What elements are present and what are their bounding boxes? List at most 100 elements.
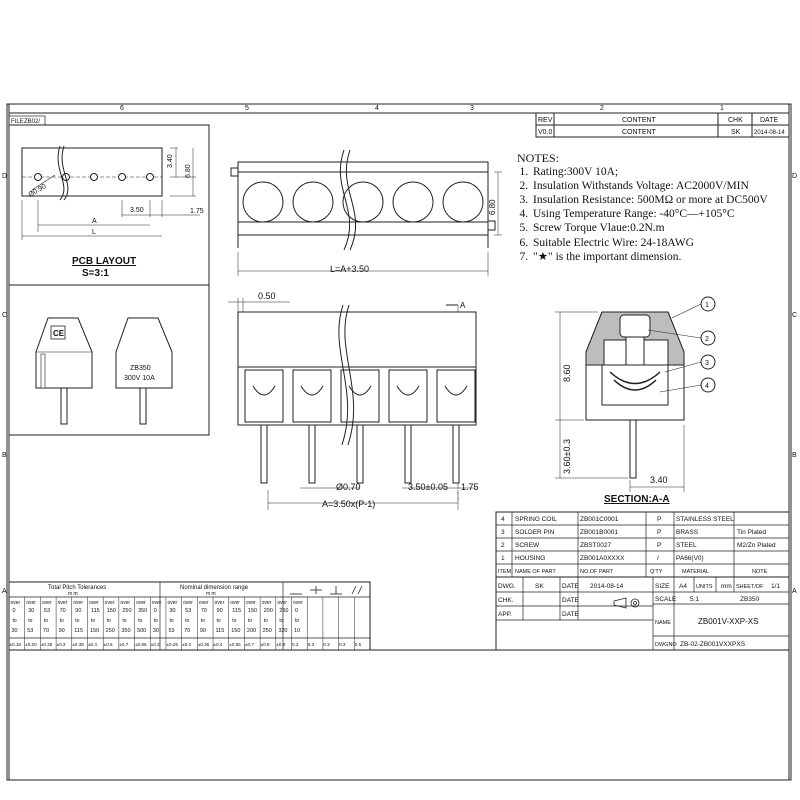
outer-frame xyxy=(6,103,792,781)
tol-to-word: to xyxy=(138,618,142,624)
clamp-spring xyxy=(252,385,276,396)
svg-text:2: 2 xyxy=(501,542,505,549)
tol-to-word: to xyxy=(154,618,158,624)
svg-text:SK: SK xyxy=(731,129,741,136)
pcb-layout-title: PCB LAYOUT xyxy=(72,256,136,267)
svg-text:Nominal dimension range: Nominal dimension range xyxy=(180,585,249,591)
svg-text:A4: A4 xyxy=(679,583,687,590)
svg-text:6: 6 xyxy=(120,105,124,112)
tol-value: ±0.3 xyxy=(182,642,191,647)
span-dim: A=3.50x(P-1) xyxy=(322,499,375,509)
tol-value: 0.3 xyxy=(308,642,315,647)
svg-text:NO.OF PART: NO.OF PART xyxy=(580,569,614,575)
svg-text:CHK.: CHK. xyxy=(498,597,514,604)
svg-text:3.50±0.05: 3.50±0.05 xyxy=(408,482,448,492)
svg-text:DWG.: DWG. xyxy=(498,583,516,590)
svg-text:0.50: 0.50 xyxy=(258,291,276,301)
terminal-slot xyxy=(292,369,332,423)
svg-text:3: 3 xyxy=(705,360,709,367)
svg-text:L: L xyxy=(92,229,96,236)
svg-text:3: 3 xyxy=(501,529,505,536)
svg-text:P: P xyxy=(657,529,661,536)
tol-value: ±0.25 xyxy=(41,642,53,647)
svg-text:ITEM: ITEM xyxy=(498,569,512,575)
svg-text:A: A xyxy=(92,218,97,225)
note-item: Suitable Electric Wire: 24-18AWG xyxy=(531,236,787,250)
svg-text:SIZE: SIZE xyxy=(655,583,670,590)
tol-to: 150 xyxy=(231,628,240,634)
tol-from: 0 xyxy=(295,608,298,614)
svg-text:1.75: 1.75 xyxy=(461,482,479,492)
tol-over: over xyxy=(120,600,130,606)
tol-value: ±0.85 xyxy=(135,642,147,647)
svg-text:PA66(V0): PA66(V0) xyxy=(676,555,704,562)
svg-text:DATE: DATE xyxy=(562,597,580,604)
svg-text:CONTENT: CONTENT xyxy=(622,117,657,124)
svg-text:Total Pitch Tolerances: Total Pitch Tolerances xyxy=(48,585,106,591)
svg-text:P: P xyxy=(657,516,661,523)
tol-value: ±0.3 xyxy=(57,642,66,647)
tol-value: 0.2 xyxy=(323,642,330,647)
tol-value: ±0.6 xyxy=(104,642,113,647)
model-label: ZB350 xyxy=(130,365,151,372)
note-item: Using Temperature Range: -40°C—+105°C xyxy=(531,207,787,221)
tol-to: 500 xyxy=(137,628,146,634)
tol-over: over xyxy=(58,600,68,606)
tol-from: 30 xyxy=(169,608,175,614)
tol-over: over xyxy=(89,600,99,606)
tol-to-word: to xyxy=(122,618,126,624)
svg-text:m m: m m xyxy=(68,591,78,597)
solder-pin xyxy=(452,424,460,484)
svg-text:V0.0: V0.0 xyxy=(538,129,553,136)
tol-from: 53 xyxy=(185,608,191,614)
revision-table: REV CONTENT CHK DATE V0.0 CONTENT SK 201… xyxy=(535,112,790,138)
svg-text:mm: mm xyxy=(721,583,732,590)
tol-value: ±0.35 xyxy=(198,642,210,647)
svg-text:1: 1 xyxy=(705,302,709,309)
svg-text:SCREW: SCREW xyxy=(515,542,540,549)
tol-from: 115 xyxy=(232,608,241,614)
tol-over: over xyxy=(246,600,256,606)
tol-to-word: to xyxy=(107,618,111,624)
tol-to: 10 xyxy=(294,628,300,634)
tol-to-word: to xyxy=(91,618,95,624)
tol-over: over xyxy=(277,600,287,606)
file-tag: FILE xyxy=(11,119,24,125)
svg-text:B: B xyxy=(792,452,797,459)
tol-to-word: to xyxy=(279,618,283,624)
svg-text:A: A xyxy=(2,588,7,595)
svg-text:DATE: DATE xyxy=(562,611,580,618)
svg-text:APP.: APP. xyxy=(498,611,512,618)
note-item: Rating:300V 10A; xyxy=(531,165,787,179)
tol-to-word: to xyxy=(295,618,299,624)
svg-text:NAME OF PART: NAME OF PART xyxy=(515,569,556,575)
terminal-slot xyxy=(388,369,428,423)
tol-to-word: to xyxy=(264,618,268,624)
ce-mark: CE xyxy=(53,329,65,338)
notes-heading: NOTES: xyxy=(517,151,559,165)
tol-to: 30 xyxy=(153,628,159,634)
title-block: DWG. SK DATE 2014-08-14 CHK. DATE APP. D… xyxy=(495,576,790,651)
svg-text:2014-08-14: 2014-08-14 xyxy=(590,583,624,590)
tol-value: ±0.4 xyxy=(88,642,97,647)
tol-to-word: to xyxy=(248,618,252,624)
terminal-slot xyxy=(436,369,476,423)
svg-text:C: C xyxy=(792,312,797,319)
section-view: 1 2 3 4 8.60 3.60±0.3 3.40 SECTION:A-A xyxy=(555,296,716,505)
tol-value: ±0.9 xyxy=(276,642,285,647)
tol-from: 0 xyxy=(13,608,16,614)
tol-to: 53 xyxy=(168,628,174,634)
svg-text:Q'TY: Q'TY xyxy=(650,569,663,575)
tol-over: over xyxy=(230,600,240,606)
tol-to: 250 xyxy=(263,628,272,634)
tol-over: over xyxy=(293,600,303,606)
svg-text:/: / xyxy=(657,555,659,562)
tol-from: 250 xyxy=(122,608,131,614)
svg-text:3.50: 3.50 xyxy=(130,207,144,214)
svg-text:1/1: 1/1 xyxy=(771,583,780,590)
svg-text:STAINLESS STEEL: STAINLESS STEEL xyxy=(676,516,734,523)
tol-from: 115 xyxy=(91,608,100,614)
tol-over: over xyxy=(42,600,52,606)
